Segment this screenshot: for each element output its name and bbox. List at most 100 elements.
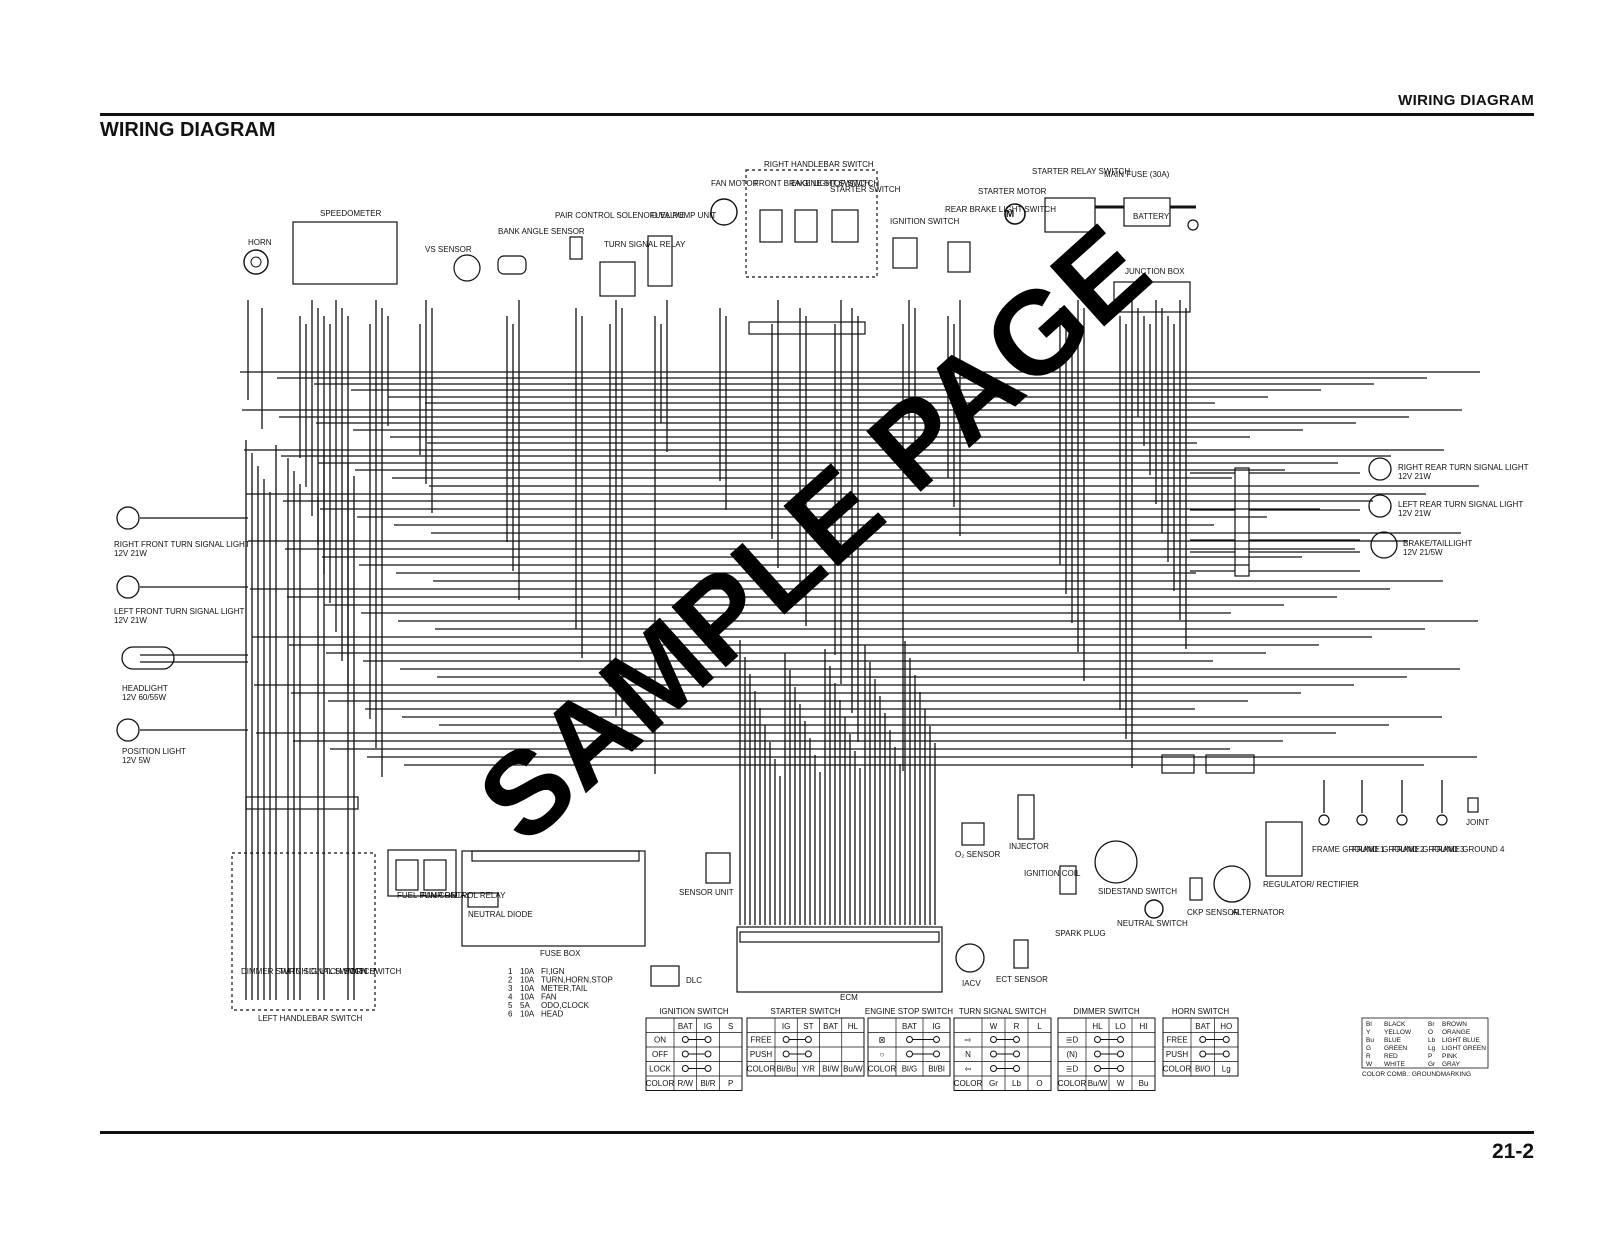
bank-angle-shape — [497, 255, 527, 275]
joint-label: JOINT — [1466, 818, 1489, 827]
switch-table-color: Lb — [1012, 1079, 1021, 1088]
color-code: Lg — [1428, 1045, 1436, 1052]
right-handlebar-switch-label: RIGHT HANDLEBAR SWITCH — [764, 160, 874, 169]
color-name: YELLOW — [1384, 1029, 1412, 1036]
top-rule — [100, 113, 1534, 116]
o2-sensor-label: O₂ SENSOR — [955, 850, 1001, 859]
switch-contact — [990, 1050, 997, 1058]
fuel-pump-unit-label: FUEL PUMP UNIT — [650, 211, 716, 220]
switch-table-title: TURN SIGNAL SWITCH — [959, 1007, 1046, 1016]
ignition-switch-shape — [892, 237, 918, 269]
engine-stop-switch-shape — [794, 209, 818, 243]
switch-table-color-label: COLOR — [1058, 1079, 1087, 1088]
horn-label: HORN — [248, 238, 272, 247]
switch-contact — [681, 1050, 689, 1058]
turn-signal-relay-label: TURN SIGNAL RELAY — [604, 240, 686, 249]
color-legend-frame — [1361, 1017, 1489, 1069]
switch-table-col: S — [728, 1022, 733, 1031]
relay-box — [387, 849, 457, 897]
right-handlebar-box — [745, 169, 878, 278]
battery-shape — [1123, 197, 1171, 227]
position-light-spec: 12V 5W — [122, 756, 151, 765]
color-code: O — [1428, 1029, 1433, 1036]
switch-table-row: N — [965, 1050, 971, 1059]
rear-connector — [1234, 467, 1250, 577]
switch-table-title: STARTER SWITCH — [770, 1007, 841, 1016]
fuse-number: 5 — [508, 1001, 513, 1010]
color-code: G — [1366, 1045, 1371, 1052]
switch-table-color: Bl/G — [902, 1065, 918, 1074]
switch-table-color: Bl/Bl — [928, 1065, 945, 1074]
fuse-number: 2 — [508, 976, 513, 985]
color-name: RED — [1384, 1053, 1398, 1060]
fuse-number: 6 — [508, 1010, 513, 1019]
injector-label: INJECTOR — [1009, 842, 1049, 851]
front-brake-switch-label: FRONT BRAKE LIGHT SWITCH — [754, 179, 870, 188]
switch-contact — [1013, 1065, 1020, 1072]
color-code: R — [1366, 1053, 1371, 1060]
speedometer-label: SPEEDOMETER — [320, 209, 382, 218]
switch-contact — [990, 1036, 997, 1043]
switch-table-title: HORN SWITCH — [1172, 1007, 1230, 1016]
switch-contact — [933, 1036, 940, 1043]
switch-contact — [1222, 1036, 1230, 1043]
switch-contact — [1094, 1036, 1101, 1043]
switch-contact — [1199, 1050, 1207, 1058]
iacv-label: IACV — [962, 979, 981, 988]
fuse-amp: 5A — [520, 1001, 530, 1010]
sidestand-switch-icon — [1094, 840, 1138, 884]
switch-table-col: IG — [704, 1022, 712, 1031]
switch-table-title: IGNITION SWITCH — [659, 1007, 729, 1016]
switch-table-row: LOCK — [649, 1065, 671, 1074]
switch-table-color-label: COLOR — [868, 1065, 897, 1074]
bottom-rule — [100, 1131, 1534, 1134]
switch-table-col: L — [1037, 1022, 1042, 1031]
horn-switch-label: HORN SWITCH — [344, 967, 402, 976]
switch-table-row: ≣D — [1066, 1065, 1079, 1074]
ect-sensor-shape — [1013, 939, 1029, 969]
switch-contact — [804, 1036, 812, 1043]
fan-control-relay-label: FAN CONTROL RELAY — [421, 891, 506, 900]
color-code: P — [1428, 1053, 1432, 1060]
fan-motor-label: FAN MOTOR — [711, 179, 759, 188]
fuse-name: HEAD — [541, 1010, 563, 1019]
switch-table-row: FREE — [750, 1036, 771, 1045]
frame-ground-3 — [1396, 814, 1408, 826]
regulator-label: REGULATOR/ RECTIFIER — [1263, 880, 1359, 889]
frame-ground-4 — [1436, 814, 1448, 826]
switch-table-col: IG — [932, 1022, 940, 1031]
switch-contact — [990, 1065, 997, 1072]
fuse-amp: 10A — [520, 967, 535, 976]
switch-table-color: R/W — [678, 1079, 694, 1088]
switch-table-row: ON — [654, 1036, 666, 1045]
switch-table-color: Bl/O — [1195, 1065, 1211, 1074]
switch-contact — [1117, 1036, 1124, 1043]
switch-table-row: (N) — [1066, 1050, 1077, 1059]
left-front-turn-label: LEFT FRONT TURN SIGNAL LIGHT — [114, 607, 245, 616]
fuse-number: 4 — [508, 993, 513, 1002]
switch-table-col: HO — [1220, 1022, 1232, 1031]
switch-contact — [704, 1065, 712, 1072]
color-name: GREEN — [1384, 1045, 1407, 1052]
switch-table-row: ≣D — [1066, 1036, 1079, 1045]
switch-contact — [704, 1036, 712, 1043]
ignition-switch-label: IGNITION SWITCH — [890, 217, 960, 226]
wire-harness — [140, 300, 1480, 1000]
switch-contact — [933, 1050, 940, 1058]
switch-contact — [1094, 1065, 1101, 1072]
position-light-label: POSITION LIGHT — [122, 747, 186, 756]
horn-icon — [243, 249, 269, 275]
fuse-name: ODO,CLOCK — [541, 1001, 590, 1010]
switch-contact — [782, 1036, 790, 1043]
switch-table-col: W — [990, 1022, 998, 1031]
switch-contact — [906, 1050, 913, 1058]
fan-relay-shape — [423, 859, 447, 891]
switch-contact — [804, 1050, 812, 1058]
color-name: BLUE — [1384, 1037, 1402, 1044]
left-rear-turn-label: LEFT REAR TURN SIGNAL LIGHT — [1398, 500, 1523, 509]
o2-sensor-shape — [961, 822, 985, 846]
starter-motor-label: STARTER MOTOR — [978, 187, 1047, 196]
right-switch-connector — [748, 321, 866, 335]
junction-box-shape — [1113, 281, 1191, 313]
fuse-amp: 10A — [520, 993, 535, 1002]
